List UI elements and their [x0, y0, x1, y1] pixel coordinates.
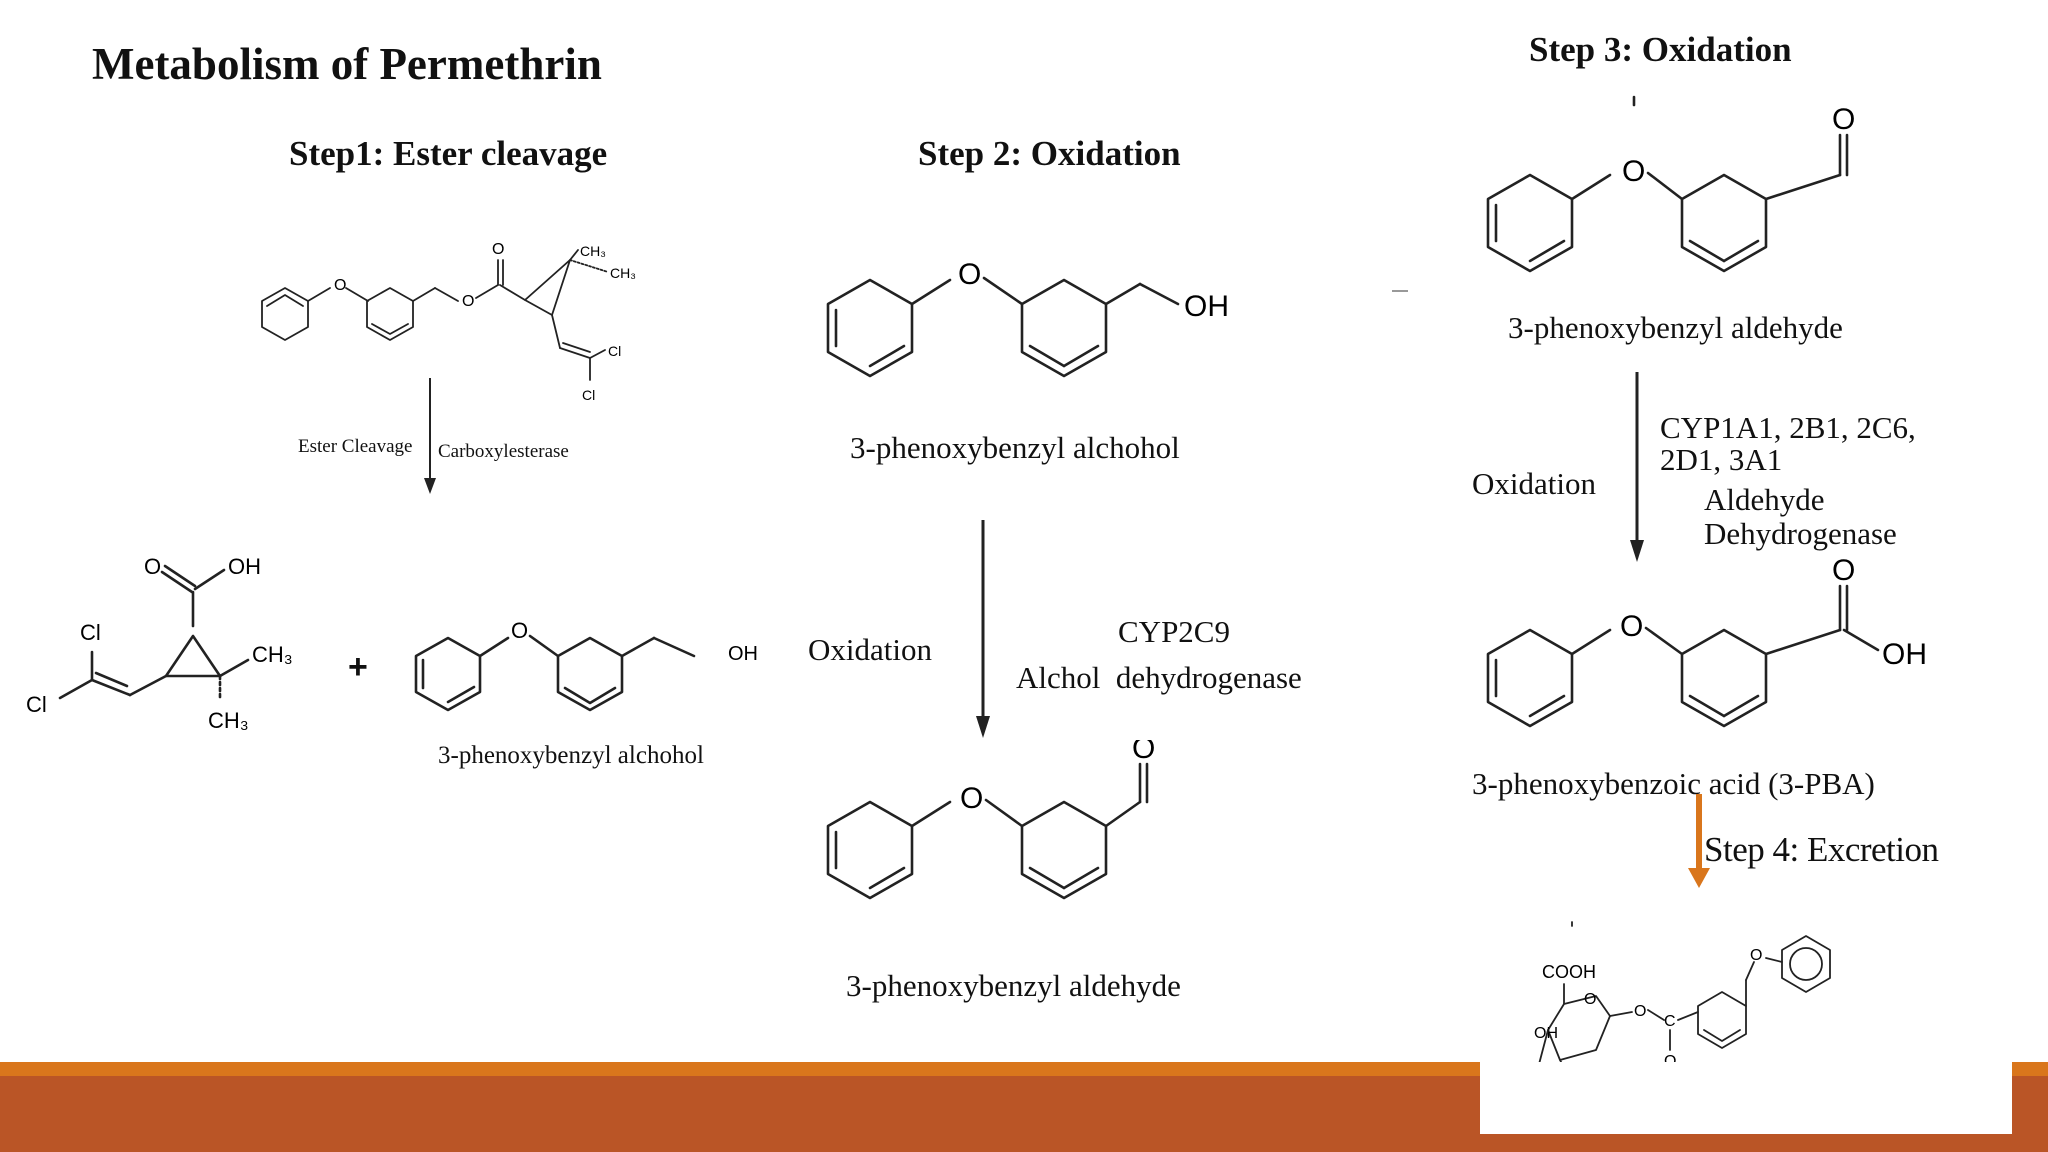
step2-enzyme-cyp2c9: CYP2C9	[1118, 614, 1230, 649]
atom-o: O	[960, 782, 983, 815]
atom-ch3: CH₃	[252, 642, 293, 667]
atom-o: O	[1832, 554, 1855, 587]
atom-cl: Cl	[608, 343, 621, 359]
atom-cl: Cl	[26, 692, 47, 717]
step4-excretion-arrow	[1688, 794, 1710, 888]
phenoxybenzyl-alcohol-small-structure: O OH	[414, 618, 758, 712]
step3-enzyme-line1: CYP1A1, 2B1, 2C6,	[1660, 410, 1916, 445]
phenoxybenzyl-alcohol-structure: O OH	[826, 258, 1229, 378]
phenoxybenzaldehyde-structure-step2: O O	[826, 740, 1155, 900]
glucuronide-image-backdrop	[1480, 1062, 2012, 1134]
atom-o: O	[958, 258, 981, 291]
atom-oh: OH	[1184, 290, 1229, 323]
step2-oxidation-label: Oxidation	[808, 632, 932, 667]
step4-heading: Step 4: Excretion	[1704, 830, 1939, 869]
dcva-acid-structure: O OH Cl Cl CH₃ CH₃	[26, 554, 293, 733]
step3-product-label: 3-phenoxybenzoic acid (3-PBA)	[1472, 766, 1875, 801]
atom-ch3: CH₃	[610, 265, 636, 281]
step1-heading: Step1: Ester cleavage	[289, 134, 608, 173]
slide-title: Metabolism of Permethrin	[92, 39, 602, 89]
phenoxybenzoic-acid-structure: O O OH	[1486, 554, 1927, 728]
ester-cleavage-label: Ester Cleavage	[298, 436, 413, 457]
atom-o: O	[1132, 740, 1155, 765]
atom-o: O	[1584, 991, 1596, 1008]
step3-substrate-label: 3-phenoxybenzyl aldehyde	[1508, 310, 1843, 345]
atom-o: O	[1832, 103, 1855, 136]
atom-o: O	[1634, 1003, 1646, 1020]
step2-heading: Step 2: Oxidation	[918, 134, 1181, 173]
dash-mark	[1392, 290, 1408, 292]
atom-ch3: CH₃	[208, 708, 249, 733]
step1-arrow	[424, 378, 436, 494]
permethrin-structure: O O O CH₃ CH₃ Cl Cl	[261, 241, 636, 403]
step3-arrow	[1630, 372, 1644, 562]
step2-enzyme-adh: Alchol dehydrogenase	[1016, 660, 1302, 695]
atom-c: C	[1664, 1013, 1676, 1030]
atom-o: O	[1750, 947, 1762, 964]
plus-sign: +	[348, 648, 368, 686]
atom-cl: Cl	[80, 620, 101, 645]
atom-o: O	[334, 277, 346, 294]
atom-o: O	[462, 293, 474, 310]
atom-o: O	[492, 241, 504, 258]
step2-arrow	[976, 520, 990, 738]
carboxylesterase-label: Carboxylesterase	[438, 441, 569, 462]
atom-o: O	[1622, 155, 1645, 188]
atom-oh: OH	[1534, 1025, 1558, 1042]
step2-substrate-label: 3-phenoxybenzyl alchohol	[850, 430, 1180, 465]
atom-oh: OH	[1882, 638, 1927, 671]
atom-oh: OH	[228, 554, 261, 579]
step3-enzyme-line4: Dehydrogenase	[1704, 516, 1897, 551]
phenoxybenzaldehyde-structure-step3: O O	[1486, 95, 1855, 273]
atom-ch3: CH₃	[580, 243, 606, 259]
atom-o: O	[1620, 610, 1643, 643]
atom-o: O	[144, 554, 161, 579]
atom-cl: Cl	[582, 387, 595, 403]
step3-heading: Step 3: Oxidation	[1529, 30, 1792, 69]
step3-oxidation-label: Oxidation	[1472, 466, 1596, 501]
atom-cooh: COOH	[1542, 962, 1596, 982]
atom-oh: OH	[728, 643, 758, 665]
step3-enzyme-line3: Aldehyde	[1704, 482, 1825, 517]
step3-enzyme-line2: 2D1, 3A1	[1660, 442, 1783, 477]
atom-o: O	[511, 618, 528, 643]
step2-product-label: 3-phenoxybenzyl aldehyde	[846, 968, 1181, 1003]
step1-product-label: 3-phenoxybenzyl alchohol	[438, 742, 704, 769]
